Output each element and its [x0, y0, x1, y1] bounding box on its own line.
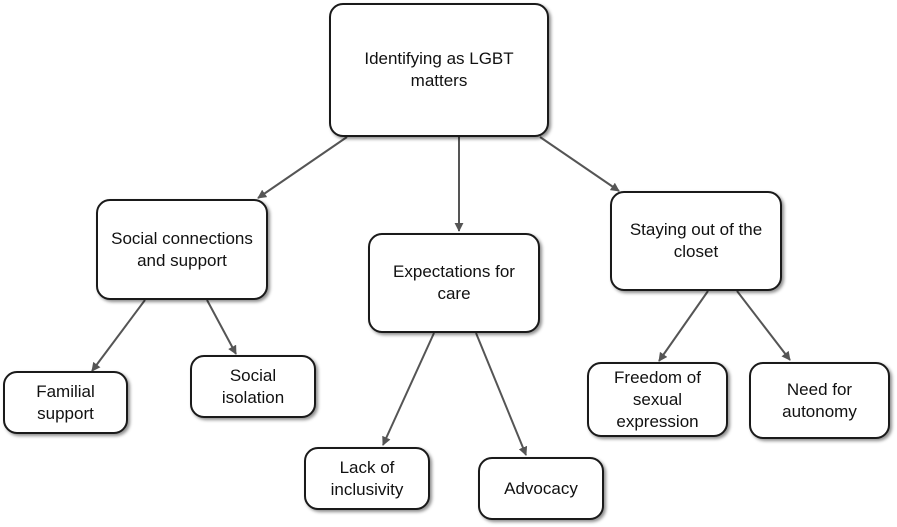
- edge-care-inclusivity: [382, 332, 435, 446]
- node-familial: Familial support: [3, 371, 128, 434]
- node-label: Advocacy: [504, 478, 578, 498]
- edge-closet-freedom: [658, 290, 709, 362]
- edge-root-closet: [539, 136, 620, 192]
- node-label: Familial support: [36, 381, 95, 423]
- node-root: Identifying as LGBT matters: [329, 3, 549, 137]
- node-autonomy: Need for autonomy: [749, 362, 890, 439]
- edge-social-familial: [91, 299, 146, 372]
- node-freedom: Freedom of sexual expression: [587, 362, 728, 437]
- edge-root-social: [257, 136, 348, 199]
- node-label: Freedom of sexual expression: [614, 367, 701, 431]
- node-closet: Staying out of the closet: [610, 191, 782, 291]
- edge-closet-autonomy: [736, 290, 791, 361]
- node-label: Expectations for care: [393, 262, 515, 303]
- node-inclusivity: Lack of inclusivity: [304, 447, 430, 510]
- node-advocacy: Advocacy: [478, 457, 604, 520]
- node-label: Need for autonomy: [782, 379, 857, 421]
- edge-social-isolation: [206, 299, 237, 355]
- node-label: Staying out of the closet: [629, 220, 763, 261]
- node-label: Social connections and support: [111, 228, 253, 270]
- node-social: Social connections and support: [96, 199, 268, 300]
- edge-care-advocacy: [475, 332, 528, 456]
- node-care: Expectations for care: [368, 233, 540, 333]
- node-isolation: Social isolation: [190, 355, 316, 418]
- node-label: Identifying as LGBT matters: [364, 49, 514, 90]
- node-label: Lack of inclusivity: [330, 457, 404, 499]
- node-label: Social isolation: [221, 365, 285, 407]
